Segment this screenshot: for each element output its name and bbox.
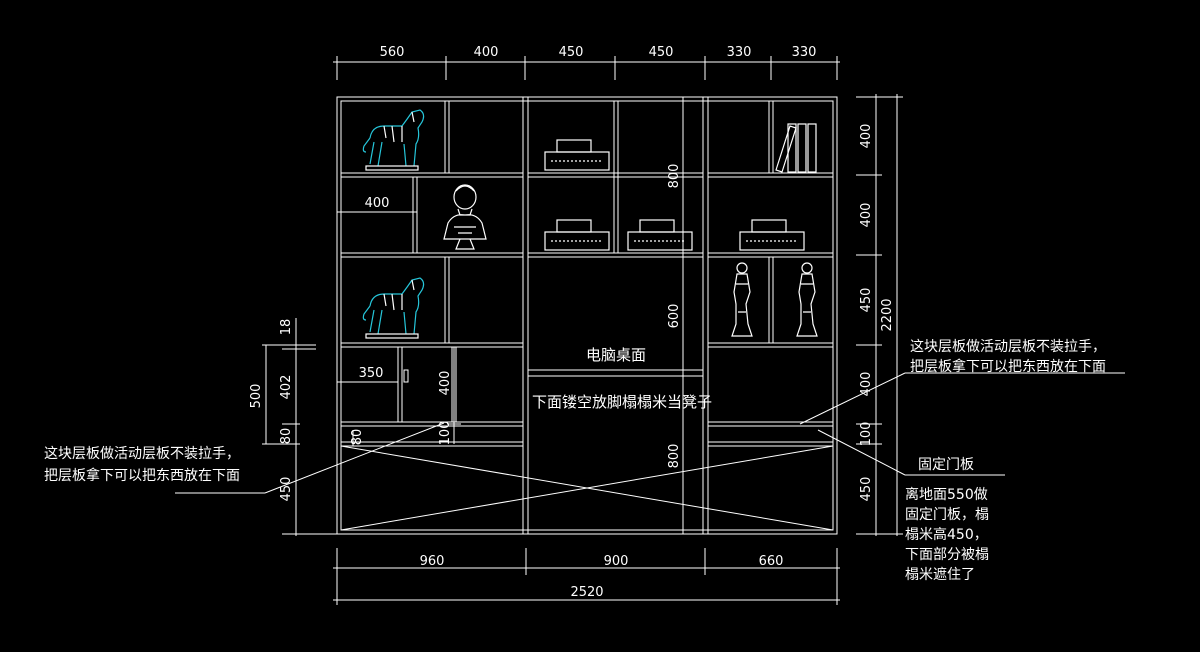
dim-right-2: 400 <box>859 203 874 228</box>
books-icon <box>775 123 817 173</box>
device-box-icon <box>627 219 693 251</box>
fixed-door-label: 固定门板 <box>918 457 974 473</box>
fixed-note-line-2: 固定门板，榻 <box>905 507 989 523</box>
dim-center-600: 600 <box>667 304 682 329</box>
device-box-icon <box>544 219 610 251</box>
inner-dimension-labels: 400 350 400 100 80 800 600 800 <box>350 164 682 469</box>
dim-right-3: 450 <box>859 288 874 313</box>
dim-top-3: 450 <box>559 45 584 60</box>
bust-statue-icon <box>443 184 487 250</box>
computer-desk-label: 电脑桌面 <box>586 346 646 364</box>
horse-statue-icon <box>362 277 425 339</box>
dim-bottom-2: 900 <box>604 554 629 569</box>
top-dimension-labels: 560 400 450 450 330 330 <box>380 45 817 60</box>
fixed-note-line-5: 榻米遮住了 <box>905 567 975 583</box>
device-box-icon <box>544 139 610 171</box>
tatami-cross-line-2 <box>340 445 834 531</box>
fixed-note-line-4: 下面部分被榻 <box>905 547 989 563</box>
dim-top-4: 450 <box>649 45 674 60</box>
note-right-line-2: 把层板拿下可以把东西放在下面 <box>910 358 1106 375</box>
dim-right-1: 400 <box>859 124 874 149</box>
dim-top-6: 330 <box>792 45 817 60</box>
figure-statue-icon <box>731 262 753 337</box>
dim-center-800-lower: 800 <box>667 444 682 469</box>
horse-statue-icon <box>362 109 425 171</box>
dim-inner-80: 80 <box>350 429 365 446</box>
annotation-labels: 电脑桌面 下面镂空放脚榻榻米当凳子 这块层板做活动层板不装拉手， 把层板拿下可以… <box>44 338 1106 583</box>
right-dimension-labels: 400 400 450 400 100 450 2200 <box>859 124 895 502</box>
left-dimension-labels: 18 402 80 450 500 <box>249 319 294 502</box>
fixed-note-line-1: 离地面550做 <box>905 486 988 503</box>
dimension-lines <box>262 56 903 605</box>
dim-overall-height: 2200 <box>880 298 895 331</box>
dim-left-3: 80 <box>279 428 294 445</box>
dim-bottom-3: 660 <box>759 554 784 569</box>
figure-statue-icon <box>796 262 818 337</box>
dim-left-4: 450 <box>279 477 294 502</box>
dim-left-1: 18 <box>279 319 294 336</box>
cabinet-inner-outline <box>340 100 834 531</box>
dim-right-6: 450 <box>859 477 874 502</box>
dim-top-2: 400 <box>474 45 499 60</box>
dim-center-800-upper: 800 <box>667 164 682 189</box>
dim-left-2: 402 <box>279 375 294 400</box>
tatami-step-label: 下面镂空放脚榻榻米当凳子 <box>532 393 712 411</box>
dim-right-4: 400 <box>859 372 874 397</box>
handle-mark <box>403 369 409 383</box>
dim-top-5: 330 <box>727 45 752 60</box>
dim-inner-400-vertical: 400 <box>438 371 453 396</box>
note-left-line-1: 这块层板做活动层板不装拉手， <box>44 445 240 462</box>
dim-inner-100: 100 <box>438 421 453 446</box>
device-box-icon <box>739 219 805 251</box>
note-right-line-1: 这块层板做活动层板不装拉手， <box>910 338 1106 355</box>
dim-inner-350: 350 <box>359 366 384 381</box>
leader-lines <box>175 372 1125 494</box>
dim-inner-400: 400 <box>365 196 390 211</box>
dim-left-total: 500 <box>249 384 264 409</box>
dim-top-1: 560 <box>380 45 405 60</box>
note-left-line-2: 把层板拿下可以把东西放在下面 <box>44 467 240 484</box>
fixed-note-line-3: 榻米高450， <box>905 526 988 543</box>
cabinet-structure <box>336 96 838 535</box>
bottom-dimension-labels: 960 900 660 2520 <box>420 554 784 600</box>
dim-bottom-1: 960 <box>420 554 445 569</box>
dim-right-5: 100 <box>859 422 874 447</box>
cabinet-outline <box>336 96 838 535</box>
dim-overall-width: 2520 <box>570 585 603 600</box>
